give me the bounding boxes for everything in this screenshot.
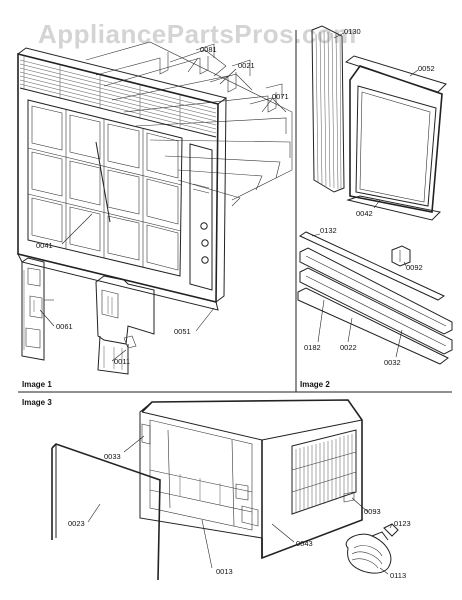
label-0061: 0061 xyxy=(56,322,73,331)
label-0043: 0043 xyxy=(296,539,313,548)
image3-leaders xyxy=(87,435,393,575)
label-0051: 0051 xyxy=(174,327,191,336)
control-panel xyxy=(189,143,213,291)
label-0092: 0092 xyxy=(406,263,423,272)
power-cord-0113 xyxy=(345,523,399,574)
label-0033: 0033 xyxy=(104,452,121,461)
label-0113: 0113 xyxy=(390,571,406,580)
front-panel xyxy=(17,47,228,311)
label-0023: 0023 xyxy=(68,519,85,528)
label-0093: 0093 xyxy=(364,507,381,516)
image1-front-grille-assembly: 0081 0021 0071 0041 0061 0011 0051 Image… xyxy=(17,41,293,389)
label-0042: 0042 xyxy=(356,209,373,218)
label-0071: 0071 xyxy=(272,92,289,101)
label-0032: 0032 xyxy=(384,358,401,367)
louver-brackets xyxy=(85,41,293,207)
grille-grid xyxy=(27,99,183,277)
label-0011: 0011 xyxy=(114,357,130,366)
image2-leaders xyxy=(311,32,419,358)
label-0041: 0041 xyxy=(36,241,53,250)
frame-0042 xyxy=(346,65,443,221)
caption-image3: Image 3 xyxy=(22,398,52,407)
foam-block-0092 xyxy=(391,245,411,267)
label-0013: 0013 xyxy=(216,567,233,576)
side-louvers xyxy=(291,429,357,515)
image1-leaders xyxy=(39,57,273,362)
label-0021: 0021 xyxy=(238,61,255,70)
image3-cabinet-assembly: 0033 0023 0013 0043 0093 0123 0113 xyxy=(51,399,411,581)
detail-0011-bracket xyxy=(95,275,155,375)
detail-0061-clip xyxy=(21,257,54,361)
label-0182: 0182 xyxy=(304,343,321,352)
label-0132: 0132 xyxy=(320,226,337,235)
label-0123: 0123 xyxy=(394,519,411,528)
label-0081: 0081 xyxy=(200,45,217,54)
strip-0052 xyxy=(344,55,447,93)
accordion-panel-0130 xyxy=(311,25,345,193)
label-0022: 0022 xyxy=(340,343,357,352)
caption-image2: Image 2 xyxy=(300,380,330,389)
rails-assembly xyxy=(297,231,453,365)
panel-dividers xyxy=(18,30,452,393)
caption-image1: Image 1 xyxy=(22,380,52,389)
cabinet-shell xyxy=(139,399,363,560)
image2-side-curtain-assembly: 0130 0052 0042 0132 0092 0182 0022 0032 … xyxy=(297,25,453,389)
top-louver-band xyxy=(19,56,217,138)
front-gasket-0023 xyxy=(51,443,161,581)
watermark: AppliancePartsPros.com xyxy=(38,19,357,49)
label-0052: 0052 xyxy=(418,64,435,73)
label-0130: 0130 xyxy=(344,27,361,36)
